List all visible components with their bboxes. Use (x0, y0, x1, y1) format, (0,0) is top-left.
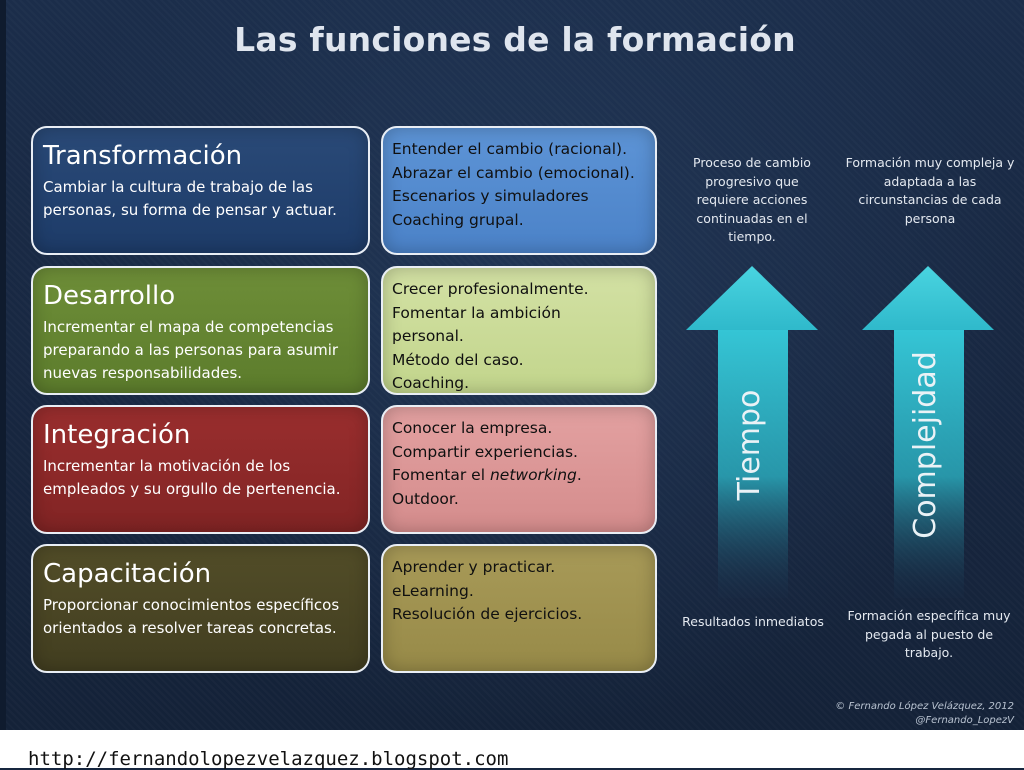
method-item: Coaching grupal. (392, 210, 524, 229)
arrows-graphic (686, 266, 994, 598)
function-description: Cambiar la cultura de trabajo de las per… (43, 178, 337, 219)
arrow-label-tiempo: Tiempo (732, 389, 767, 501)
method-item: eLearning. (392, 581, 474, 600)
method-item: Crecer profesionalmente. (392, 280, 589, 298)
method-item: Outdoor. (392, 489, 459, 508)
method-emphasis: networking (489, 466, 577, 484)
footer-url-link[interactable]: http://fernandolopezvelazquez.blogspot.c… (28, 748, 509, 770)
tiempo-bottom-note: Resultados inmediatos (682, 614, 824, 629)
function-heading: Transformación (43, 141, 243, 171)
slide: Las funciones de la formación Transforma… (0, 0, 1024, 730)
method-item: Fomentar la ambición (392, 303, 561, 322)
method-text: Fomentar el (392, 466, 490, 484)
method-text-end: . (576, 466, 582, 484)
method-item: Conocer la empresa. (392, 419, 553, 437)
method-item: Entender el cambio (racional). (392, 140, 628, 158)
method-item: Resolución de ejercicios. (392, 605, 583, 623)
copyright-line: © Fernando López Velázquez, 2012 (835, 701, 1014, 712)
complejidad-bottom-note: Formación específica muy pegada al puest… (847, 608, 1011, 660)
function-box-transformacion: Transformación Cambiar la cultura de tra… (31, 126, 370, 255)
method-item: Aprender y practicar. (392, 558, 556, 576)
footer-bar: http://fernandolopezvelazquez.blogspot.c… (0, 730, 1024, 770)
function-description: Incrementar la motivación de los emplead… (43, 457, 341, 498)
arrow-complejidad (862, 266, 994, 598)
methods-box-transformacion: Entender el cambio (racional). Abrazar e… (381, 126, 657, 255)
method-item: Abrazar el cambio (emocional). (392, 163, 635, 182)
arrow-label-complejidad: Complejidad (908, 351, 943, 539)
methods-box-capacitacion: Aprender y practicar. eLearning. Resoluc… (381, 544, 657, 673)
copyright-handle: @Fernando_LopezV (915, 715, 1014, 726)
function-box-desarrollo: Desarrollo Incrementar el mapa de compet… (31, 266, 370, 395)
function-heading: Capacitación (43, 559, 212, 589)
function-heading: Integración (43, 420, 191, 450)
methods-box-desarrollo: Crecer profesionalmente. Fomentar la amb… (381, 266, 657, 395)
function-heading: Desarrollo (43, 281, 176, 311)
function-description: Proporcionar conocimientos específicos o… (43, 596, 340, 637)
complejidad-top-note: Formación muy compleja y adaptada a las … (845, 155, 1015, 226)
function-box-integracion: Integración Incrementar la motivación de… (31, 405, 370, 534)
method-item: Método del caso. (392, 350, 524, 369)
method-item: personal. (392, 327, 464, 345)
method-item: Fomentar el networking. (392, 464, 647, 488)
method-item: Escenarios y simuladores (392, 187, 589, 205)
function-box-capacitacion: Capacitación Proporcionar conocimientos … (31, 544, 370, 673)
copyright: © Fernando López Velázquez, 2012 @Fernan… (835, 700, 1014, 728)
function-description: Incrementar el mapa de competencias prep… (43, 318, 339, 382)
tiempo-top-note: Proceso de cambio progresivo que requier… (693, 155, 811, 244)
slide-title: Las funciones de la formación (234, 20, 796, 59)
method-item: Coaching. (392, 374, 470, 392)
methods-box-integracion: Conocer la empresa. Compartir experienci… (381, 405, 657, 534)
method-item: Compartir experiencias. (392, 442, 578, 461)
arrow-tiempo (686, 266, 818, 598)
